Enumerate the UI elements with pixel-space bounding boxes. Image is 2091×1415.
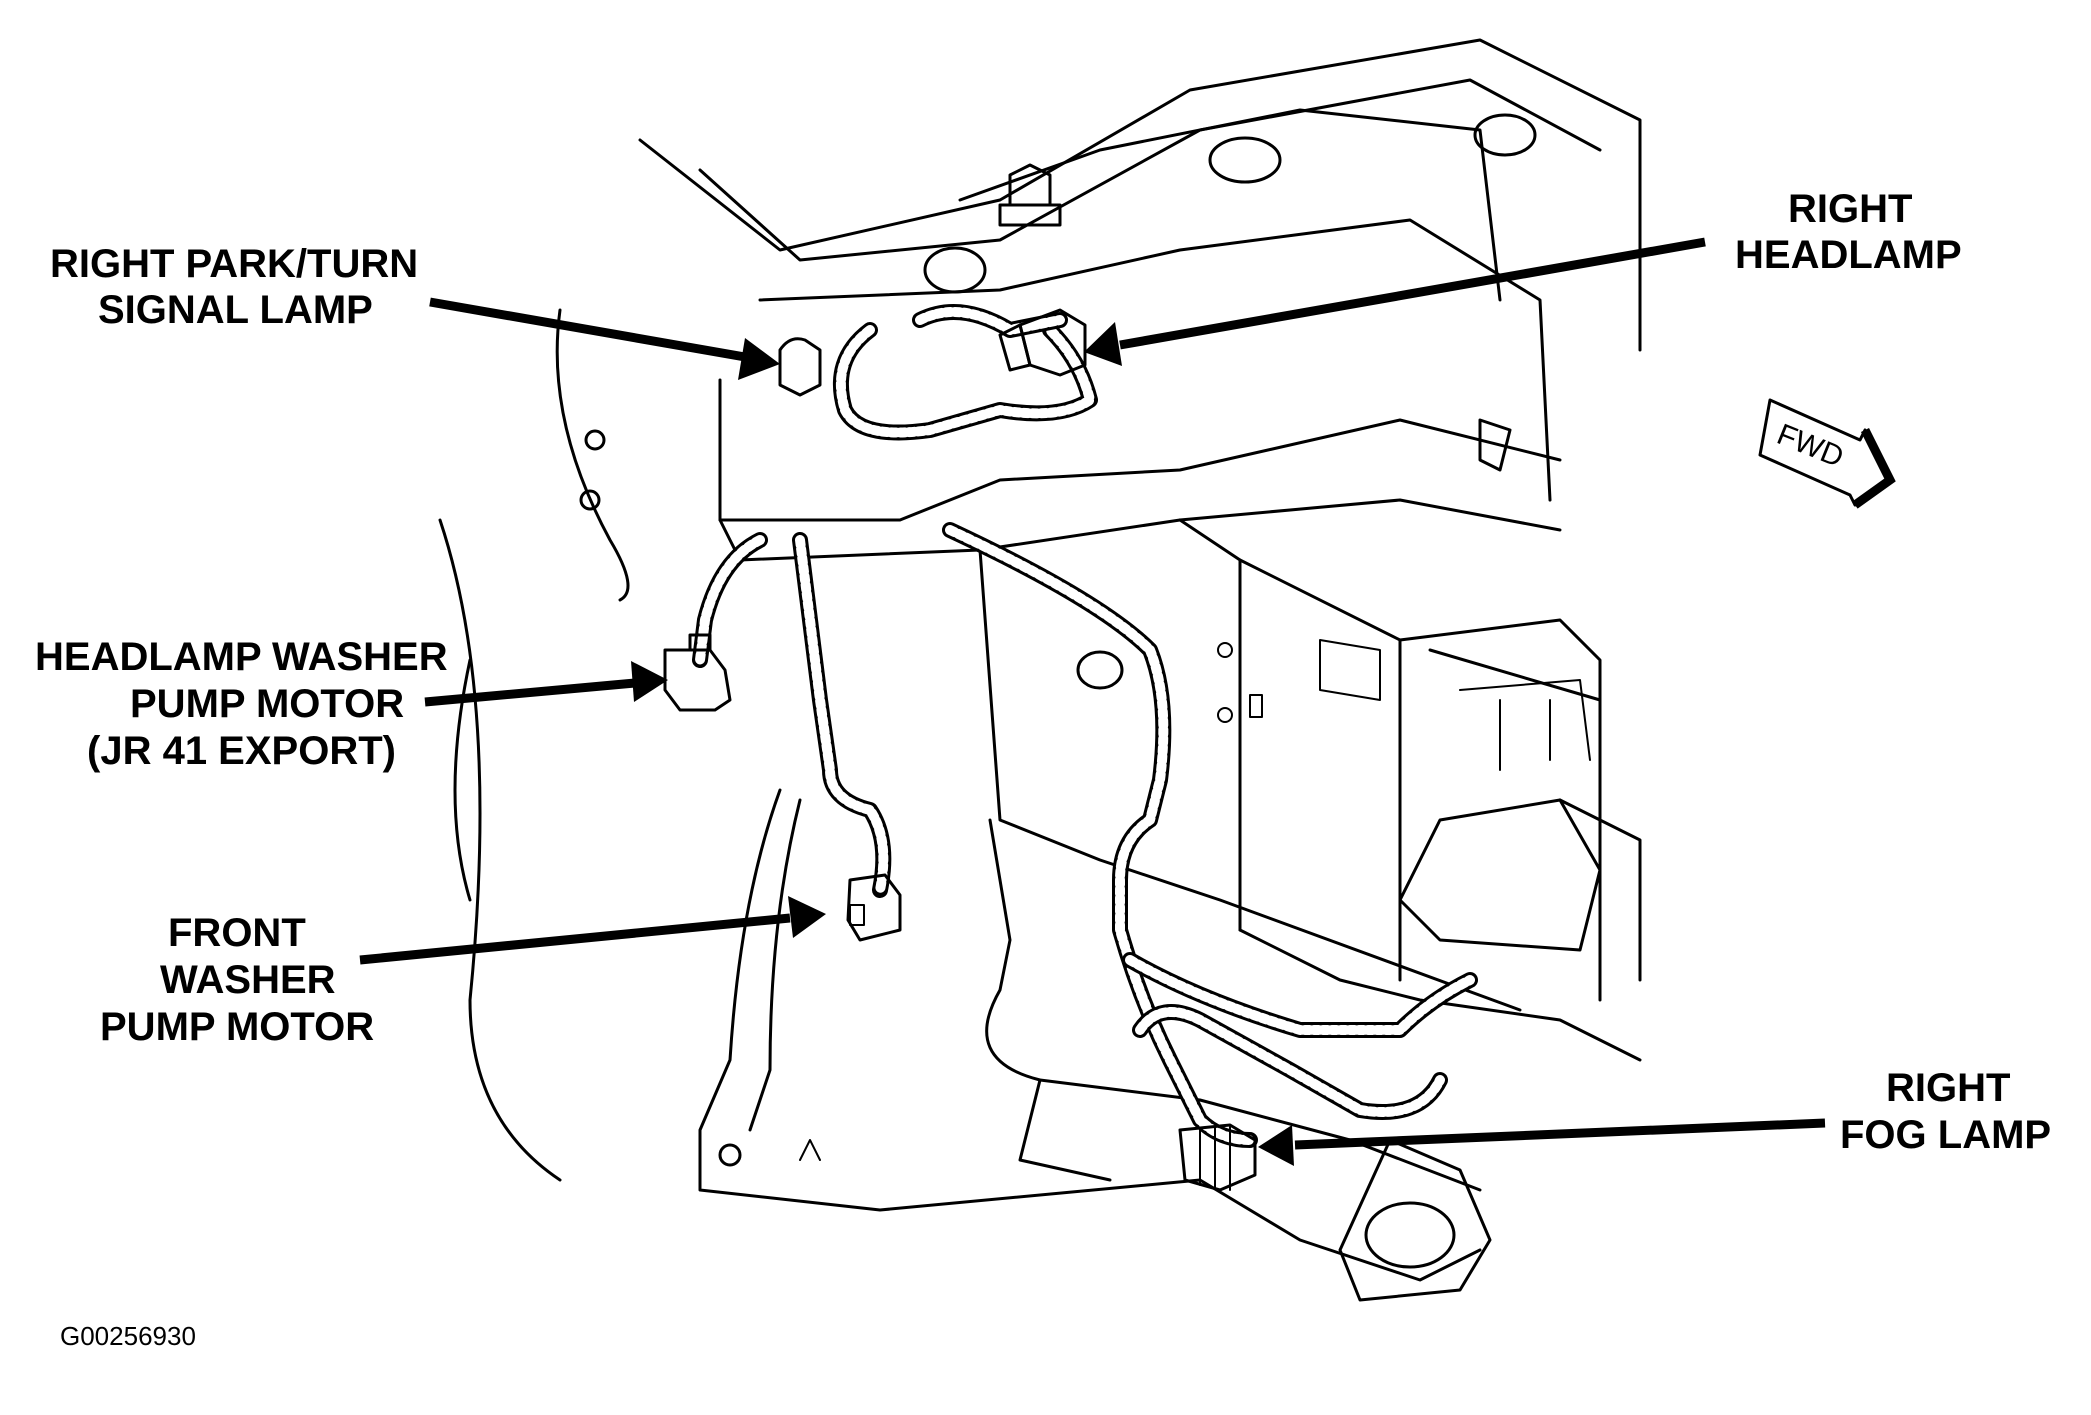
- headlamp-washer-label-line-2: PUMP MOTOR: [130, 682, 404, 726]
- figure-code: G00256930: [60, 1321, 196, 1351]
- callout-front-washer-pump-motor: FRONT WASHER PUMP MOTOR: [100, 911, 374, 1049]
- wiring-harness: [692, 304, 1478, 1148]
- leader-arrows: [359, 237, 1826, 1166]
- right-fog-label-line-1: RIGHT: [1886, 1066, 2010, 1110]
- headlamp-washer-label-line-1: HEADLAMP WASHER: [35, 635, 448, 679]
- front-washer-label-line-3: PUMP MOTOR: [100, 1005, 374, 1049]
- right-headlamp-label-line-1: RIGHT: [1788, 187, 1912, 231]
- callout-headlamp-washer-pump-motor: HEADLAMP WASHER PUMP MOTOR (JR 41 EXPORT…: [35, 635, 448, 773]
- right-park-turn-label-line-1: RIGHT PARK/TURN: [50, 242, 418, 286]
- connectors: [663, 308, 1257, 1192]
- front-washer-label-line-2: WASHER: [160, 958, 336, 1002]
- callout-right-headlamp: RIGHT HEADLAMP: [1735, 187, 1962, 277]
- vehicle-structure-drawing: [438, 38, 1642, 1302]
- callout-right-fog-lamp: RIGHT FOG LAMP: [1840, 1066, 2051, 1157]
- right-headlamp-label-line-2: HEADLAMP: [1735, 233, 1962, 277]
- callout-right-park-turn-signal-lamp: RIGHT PARK/TURN SIGNAL LAMP: [50, 242, 418, 332]
- right-fog-label-line-2: FOG LAMP: [1840, 1113, 2051, 1157]
- fwd-indicator: FWD: [1758, 398, 1896, 509]
- right-park-turn-label-line-2: SIGNAL LAMP: [98, 288, 373, 332]
- front-washer-label-line-1: FRONT: [168, 911, 306, 955]
- headlamp-washer-label-line-3: (JR 41 EXPORT): [87, 729, 396, 773]
